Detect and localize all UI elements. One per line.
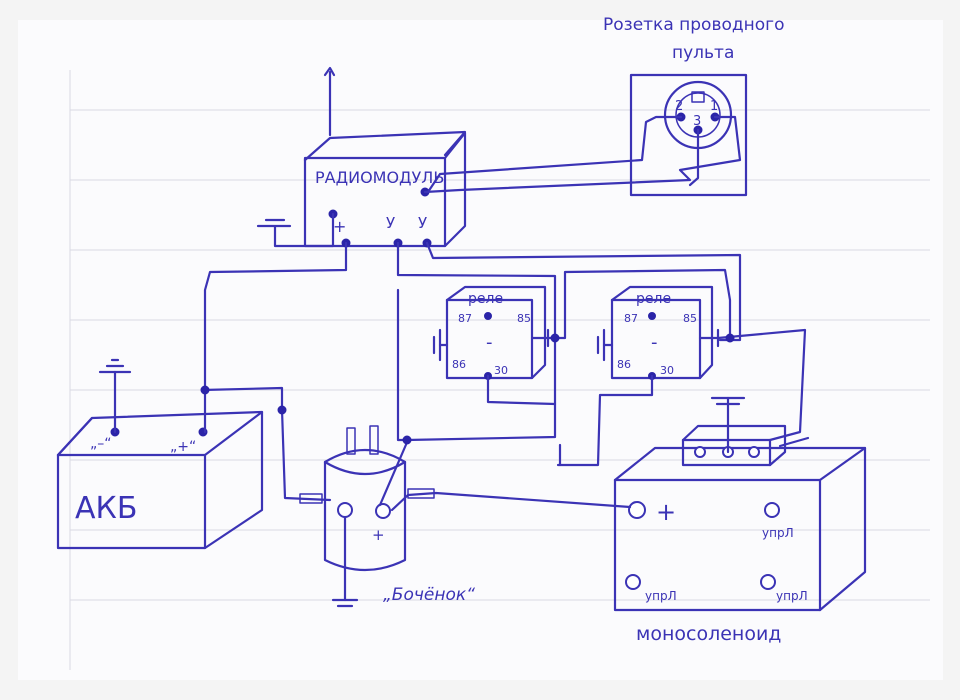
relay-2: реле 87 85 86 30 - [596, 285, 720, 380]
monosolenoid-plus-terminal [628, 501, 646, 519]
terminal-icon [681, 396, 787, 467]
relay-1-pin-30: 30 [494, 364, 508, 377]
radio-module: РАДИОМОДУЛЬ + У У [303, 66, 467, 248]
radio-u1-label: У [386, 214, 395, 232]
monosolenoid-label: моносоленоид [636, 623, 781, 645]
monosolenoid-ctrl-label-1: упрЛ [762, 526, 794, 540]
monosolenoid-ctrl-terminal-2 [625, 574, 641, 590]
paper [18, 20, 943, 680]
barrel-solenoid: + „Бочёнок“ [323, 425, 475, 605]
terminal-block [681, 438, 772, 467]
battery-label: АКБ [75, 491, 137, 526]
relay-1-minus: - [486, 332, 493, 353]
battery: АКБ „–“ „+“ [56, 410, 264, 550]
relay-1-title: реле [468, 291, 503, 307]
barrel-left-terminal [337, 502, 353, 518]
barrel-label: „Бочёнок“ [383, 585, 475, 605]
barrel-left-connector [299, 493, 323, 504]
socket-pin-3-label: 3 [693, 114, 701, 129]
radio-u2-label: У [418, 214, 427, 232]
relay-1-pin-85: 85 [517, 312, 531, 325]
socket-title: Розетка проводного [603, 15, 784, 35]
relay-1-pin-87: 87 [458, 312, 472, 325]
ground-icon [331, 516, 359, 608]
wire-junctions [200, 333, 735, 504]
barrel-right-connector [407, 488, 435, 499]
relay-2-title: реле [636, 291, 671, 307]
barrel-body [323, 448, 407, 572]
barrel-right-terminal [375, 503, 391, 519]
socket-pin-2-label: 2 [675, 99, 683, 114]
ground-icon [256, 212, 335, 248]
monosolenoid-ctrl-terminal-1 [764, 502, 780, 518]
relay-2-pin-85: 85 [683, 312, 697, 325]
radio-plus-label: + [333, 217, 346, 236]
relay-1-pin-86: 86 [452, 358, 466, 371]
relay-2-pin-86: 86 [617, 358, 631, 371]
relay-2-minus: - [651, 332, 658, 353]
battery-plus-label: „+“ [170, 439, 196, 455]
monosolenoid-ctrl-terminal-3 [760, 574, 776, 590]
monosolenoid-ctrl-label-2: упрЛ [645, 589, 677, 603]
notebook-rules [69, 70, 930, 670]
socket-pin-1-label: 1 [710, 99, 718, 114]
relay-2-pin-30: 30 [660, 364, 674, 377]
monosolenoid-ctrl-label-3: упрЛ [776, 589, 808, 603]
monosolenoid-plus-label: + [656, 498, 676, 526]
monosolenoid-body [613, 478, 822, 612]
radio-module-label: РАДИОМОДУЛЬ [315, 168, 444, 187]
battery-minus-label: „–“ [90, 436, 112, 452]
socket-title-2: пульта [672, 43, 734, 63]
ground-icon [98, 358, 132, 434]
relay-2-pin-87: 87 [624, 312, 638, 325]
barrel-plus-label: + [372, 526, 385, 544]
wired-remote-socket: 2 1 3 [629, 73, 748, 197]
socket-housing [629, 73, 748, 197]
battery-body [56, 453, 207, 550]
monosolenoid: + упрЛ упрЛ упрЛ моносоленоид [613, 446, 867, 645]
radio-module-body [303, 156, 447, 248]
